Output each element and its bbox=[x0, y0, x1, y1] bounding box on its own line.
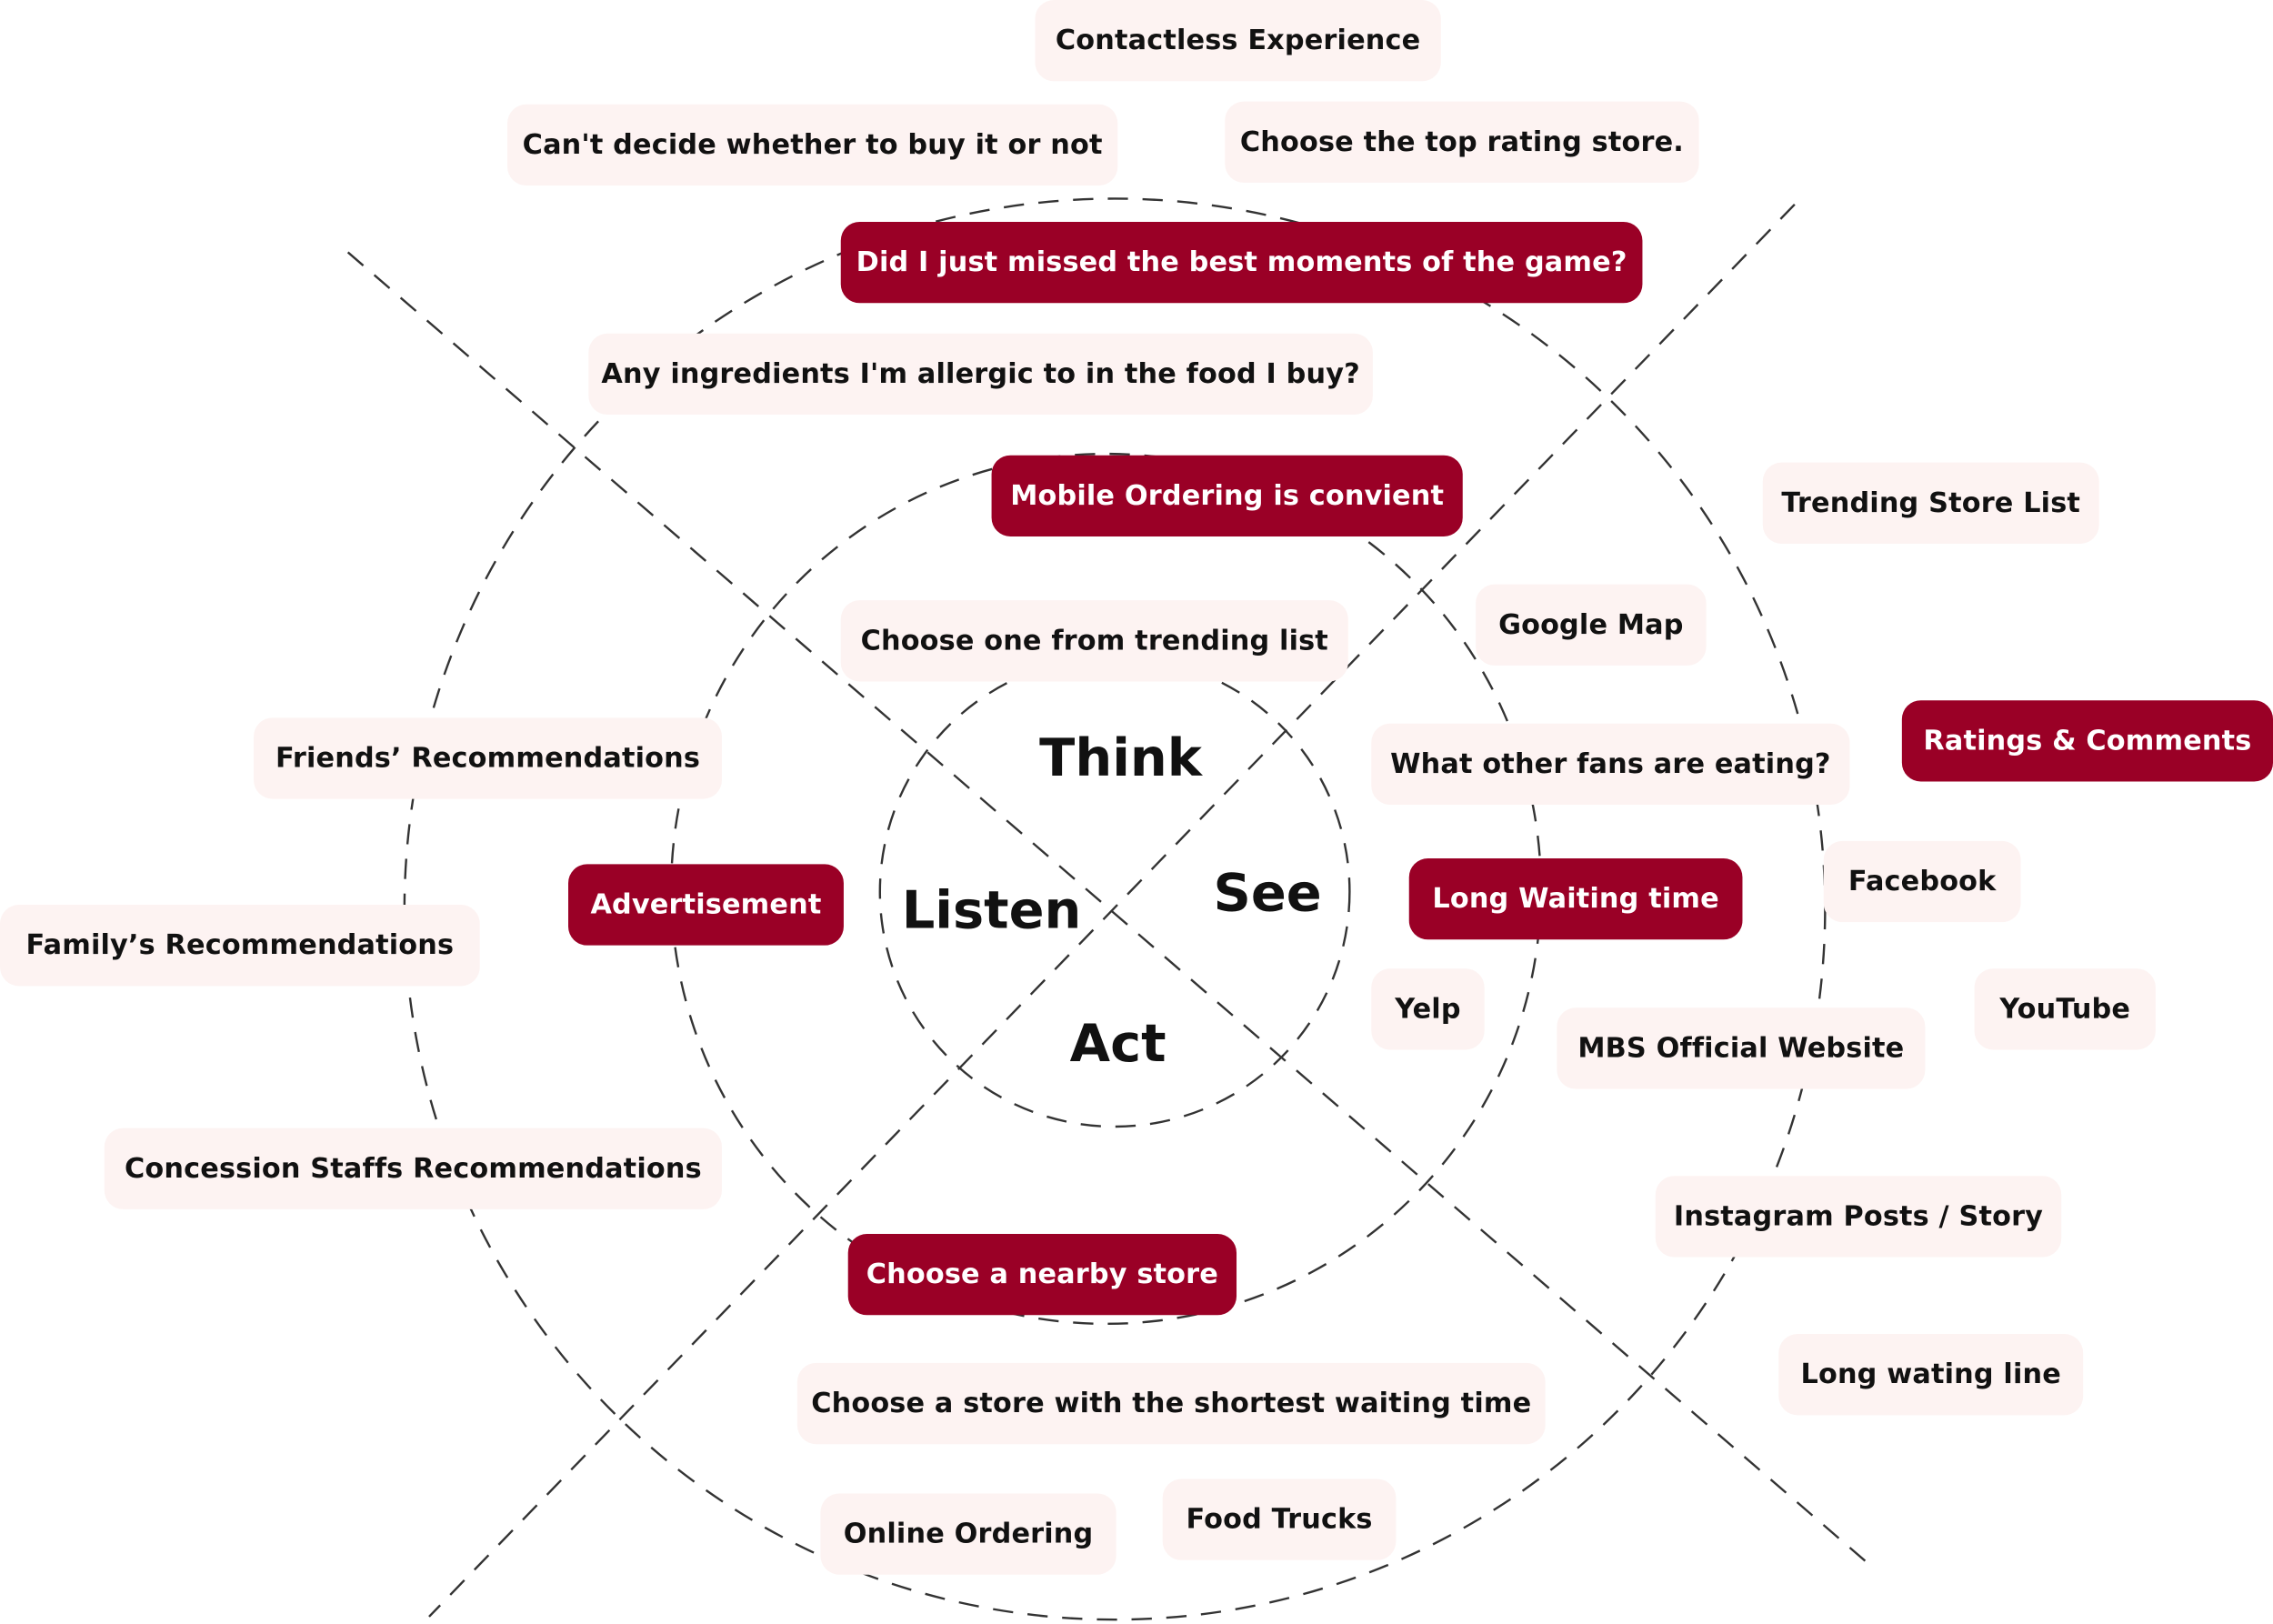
tag-allergic-ingredients: Any ingredients I'm allergic to in the f… bbox=[588, 333, 1373, 416]
tag-missed-best-moments: Did I just missed the best moments of th… bbox=[840, 221, 1643, 304]
tag-choose-from-trending: Choose one from trending list bbox=[840, 600, 1348, 682]
diagonal-line-b bbox=[428, 204, 1796, 1618]
tag-shortest-waiting: Choose a store with the shortest waiting… bbox=[796, 1362, 1546, 1445]
tag-instagram: Instagram Posts / Story bbox=[1655, 1176, 2062, 1258]
quadrant-think: Think bbox=[1039, 729, 1202, 789]
tag-other-fans-eating: What other fans are eating? bbox=[1371, 723, 1850, 806]
tag-facebook: Facebook bbox=[1823, 840, 2021, 923]
tag-cant-decide: Can't decide whether to buy it or not bbox=[507, 104, 1118, 186]
tag-concession-staffs: Concession Staffs Recommendations bbox=[104, 1128, 723, 1209]
inner-circle bbox=[878, 656, 1351, 1128]
tag-advertisement: Advertisement bbox=[568, 864, 844, 946]
tag-trending-store-list: Trending Store List bbox=[1762, 462, 2099, 544]
tag-online-ordering: Online Ordering bbox=[820, 1493, 1116, 1575]
tag-mbs-official-website: MBS Official Website bbox=[1557, 1007, 1926, 1089]
quadrant-act: Act bbox=[1069, 1015, 1167, 1075]
tag-contactless-experience: Contactless Experience bbox=[1035, 0, 1441, 82]
tag-food-trucks: Food Trucks bbox=[1162, 1479, 1397, 1560]
tag-friends-recommendations: Friends’ Recommendations bbox=[254, 717, 723, 799]
tag-long-wating-line: Long wating line bbox=[1778, 1334, 2084, 1416]
tag-ratings-comments: Ratings & Comments bbox=[1901, 700, 2273, 782]
tag-google-map: Google Map bbox=[1476, 584, 1707, 666]
tag-yelp: Yelp bbox=[1371, 968, 1485, 1050]
tag-youtube: YouTube bbox=[1974, 968, 2156, 1050]
quadrant-see: See bbox=[1213, 864, 1322, 924]
tag-long-waiting-time: Long Waiting time bbox=[1408, 858, 1743, 940]
tag-family-recommendations: Family’s Recommendations bbox=[0, 905, 480, 987]
quadrant-listen: Listen bbox=[901, 881, 1082, 941]
diagonal-line-a bbox=[346, 251, 1876, 1570]
tag-mobile-ordering: Mobile Ordering is convient bbox=[991, 455, 1463, 537]
tag-top-rating-store: Choose the top rating store. bbox=[1225, 101, 1699, 183]
tag-nearby-store: Choose a nearby store bbox=[847, 1234, 1237, 1316]
